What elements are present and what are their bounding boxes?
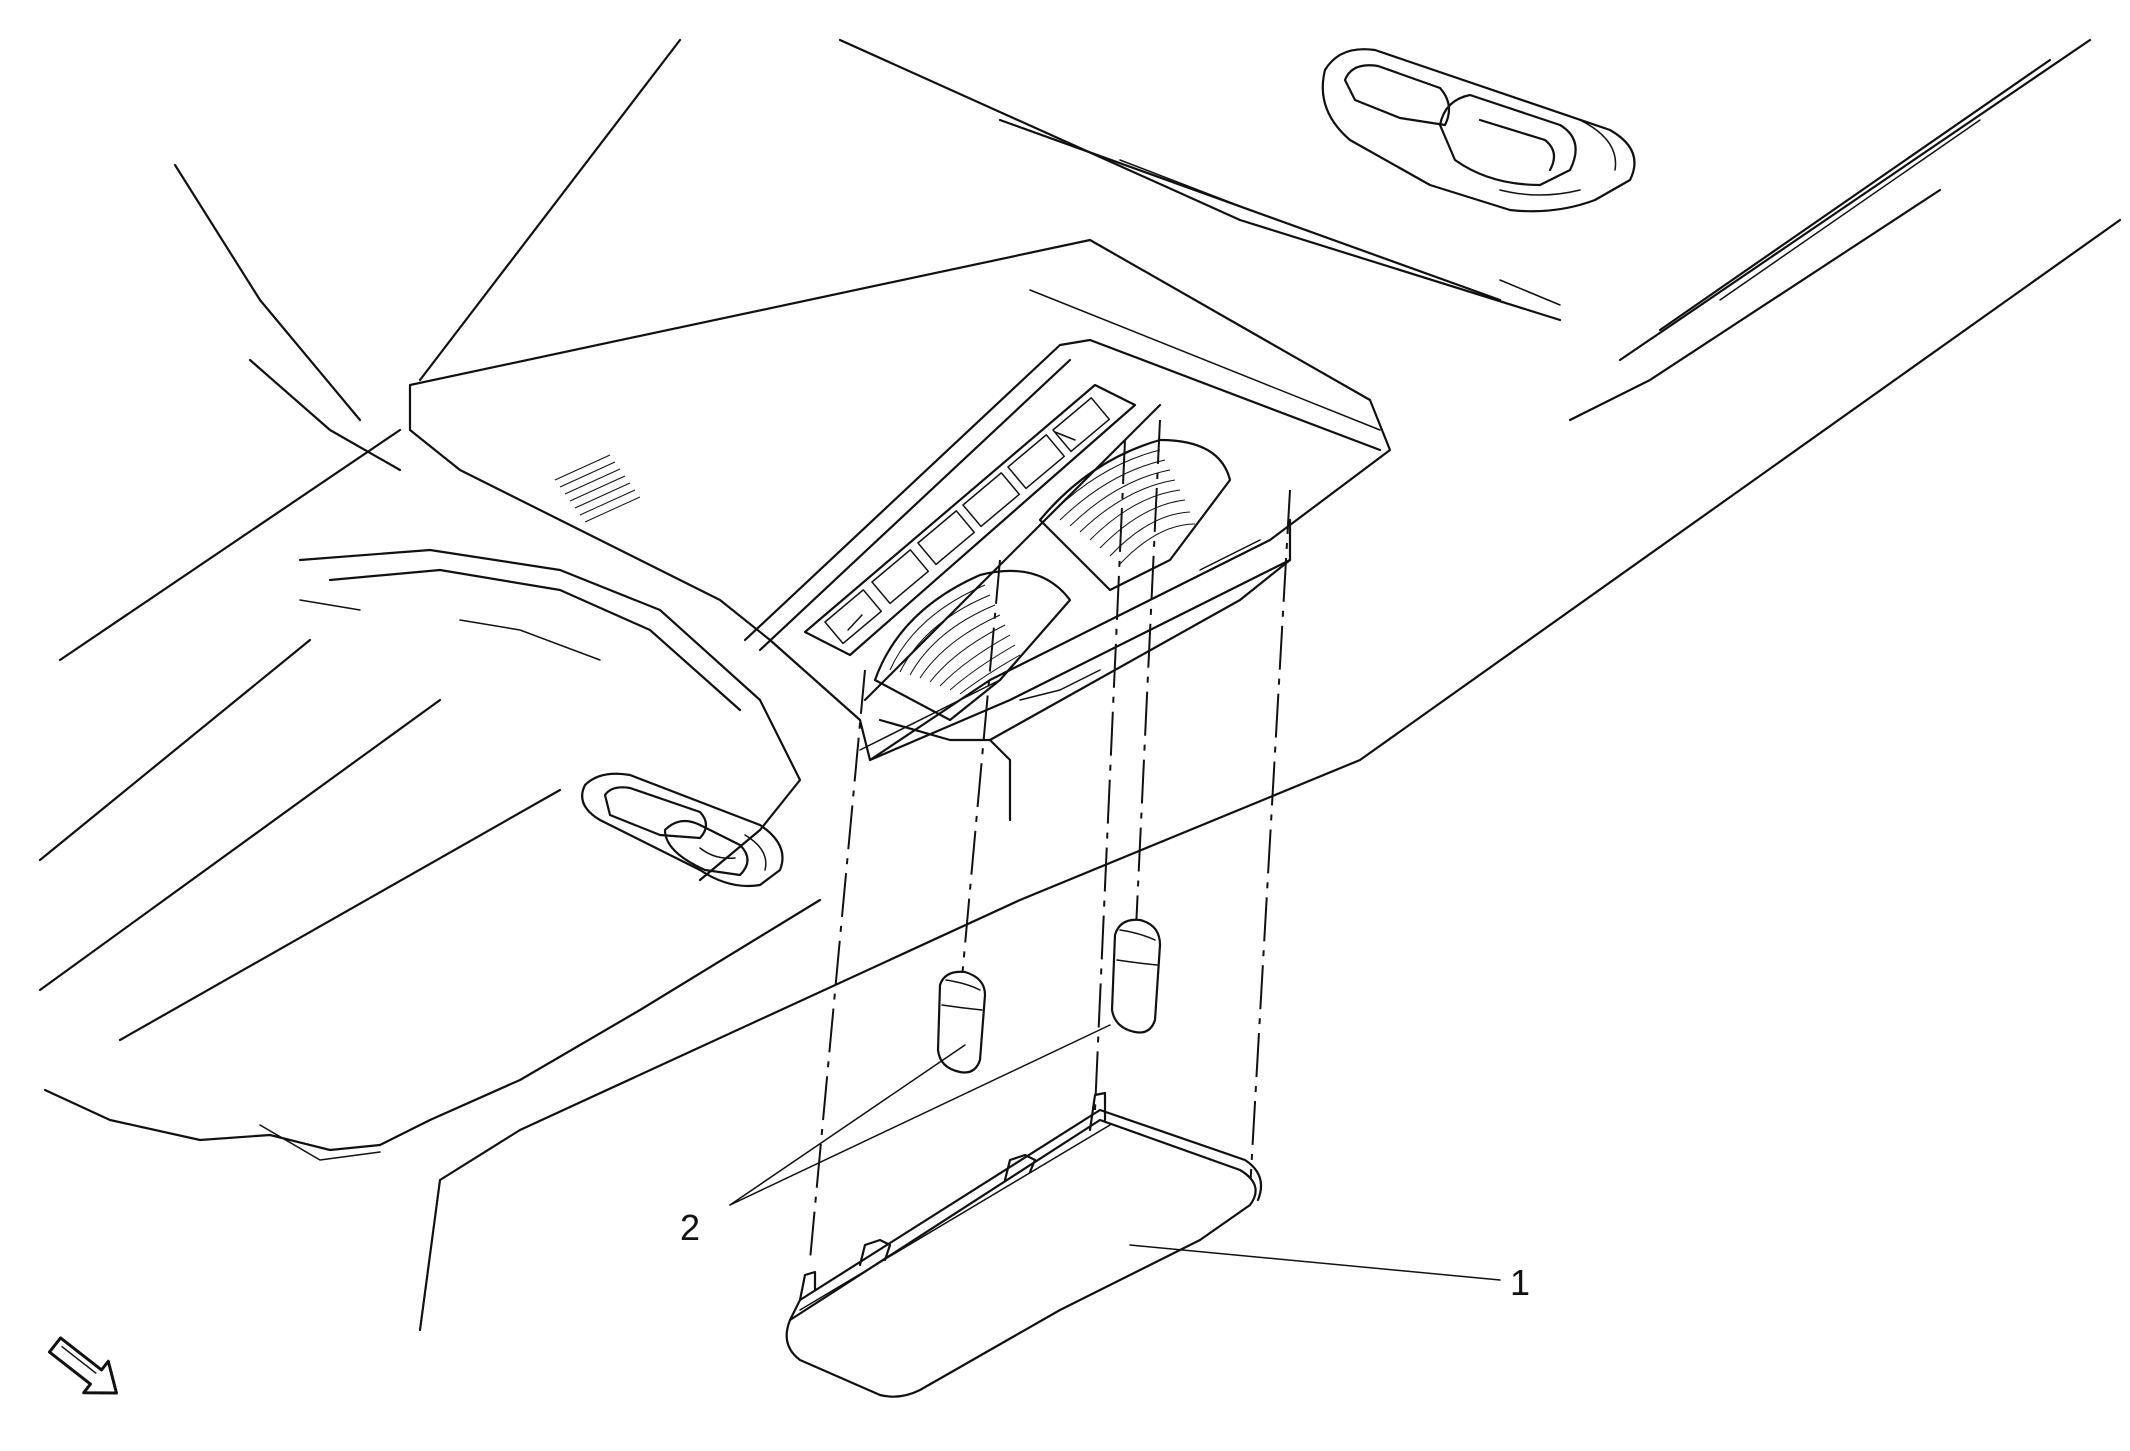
view-direction-arrow-icon [47,1336,118,1395]
console-cover [785,1091,1263,1398]
callout-label-2: 2 [680,1207,700,1248]
left-sun-visor [298,548,802,882]
left-grab-handle [581,772,784,888]
retainer-clips [936,918,1162,1074]
lamp-lens-right [1049,449,1196,565]
overhead-console [408,238,1392,822]
headliner-outline [38,38,2122,1332]
callout-leaders [729,1024,1501,1281]
vent-grille [554,454,641,523]
callout-label-1: 1 [1510,1262,1530,1303]
retainer-clip-right [1110,918,1162,1034]
retainer-clip-left [936,970,987,1074]
alignment-lines [809,419,1291,1261]
lamp-lens-left [889,584,1021,695]
right-grab-handle [1321,48,1636,213]
